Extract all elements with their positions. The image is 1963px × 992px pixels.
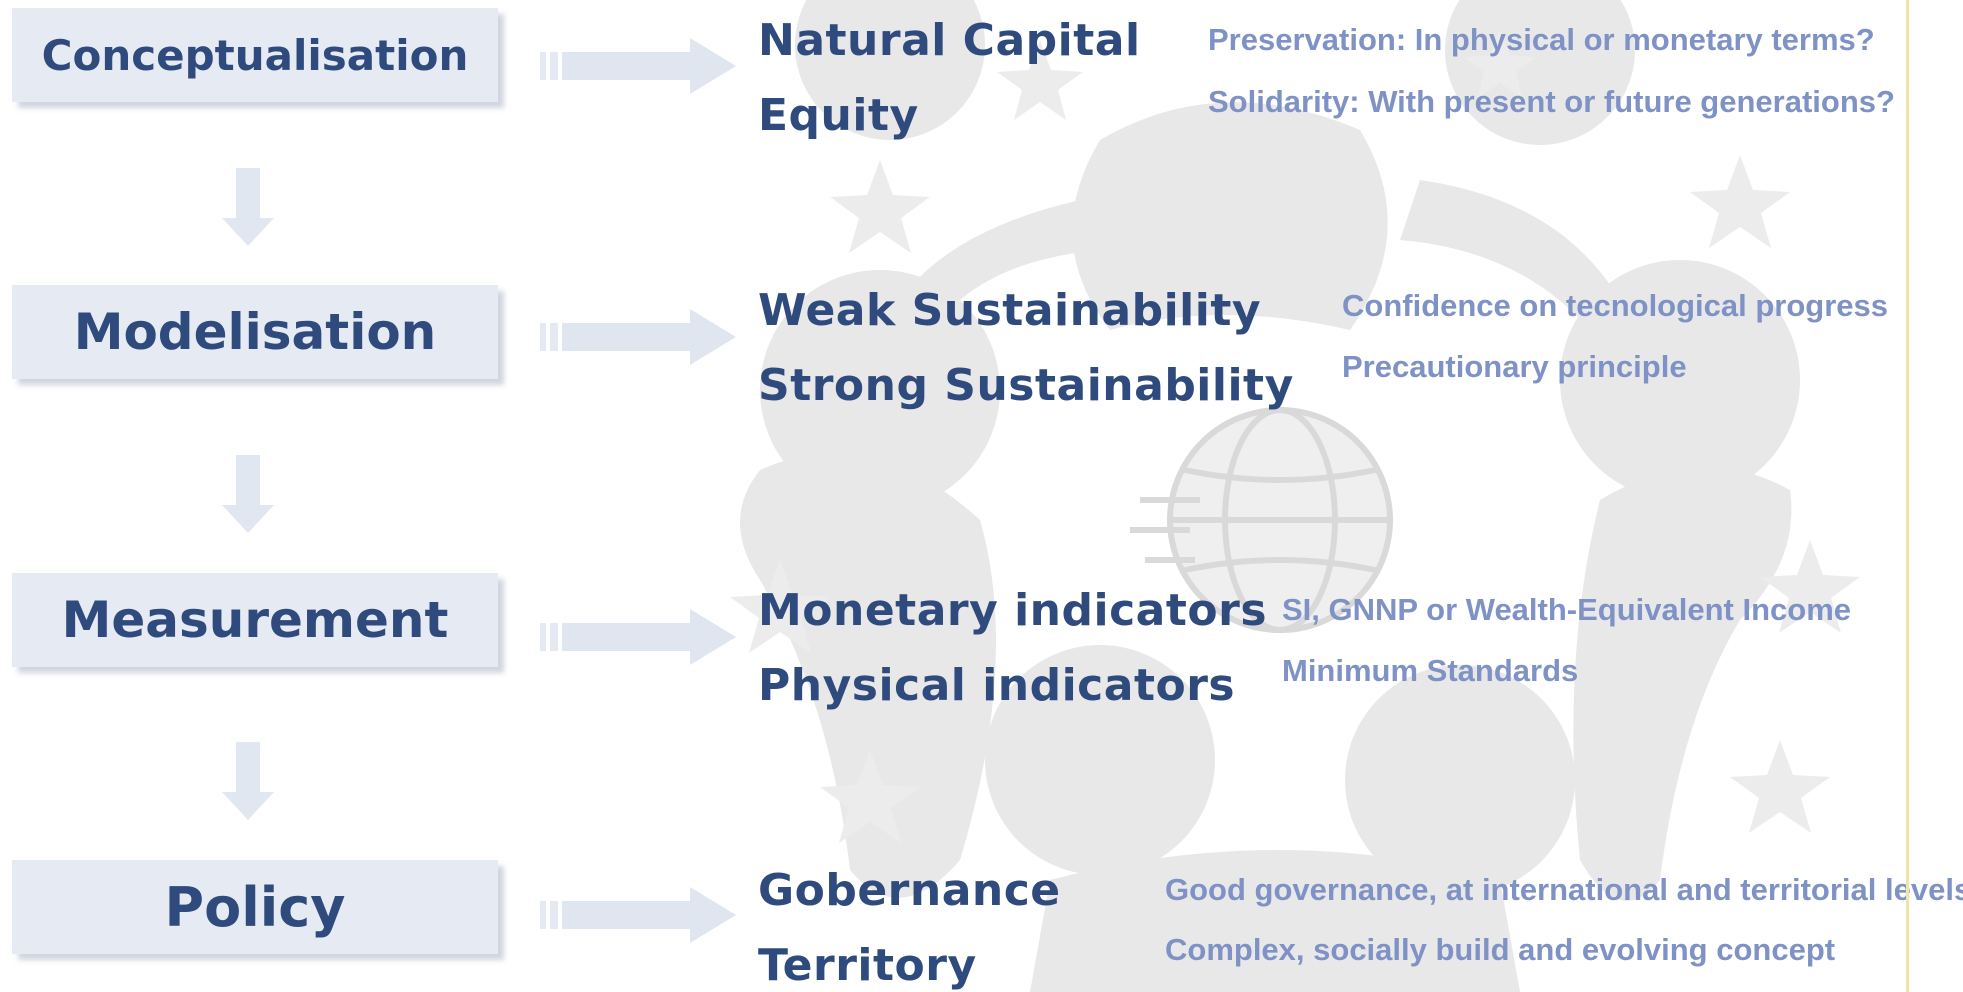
down-arrow-icon (222, 455, 274, 533)
detail-si-gnnp: SI, GNNP or Wealth-Equivalent Income (1282, 592, 1852, 627)
watermark-head-right (1560, 260, 1800, 500)
watermark-body-bottom (1030, 850, 1520, 992)
watermark-head-top-right (1445, 0, 1635, 145)
detail-minimum-standards: Minimum Standards (1282, 653, 1579, 688)
watermark-star (820, 750, 920, 843)
right-arrow-icon (540, 38, 736, 94)
stage-box-conceptualisation: Conceptualisation (12, 8, 498, 102)
stage-box-measurement: Measurement (12, 573, 498, 667)
stage-box-modelisation: Modelisation (12, 285, 498, 379)
right-edge-line (1906, 0, 1909, 992)
concept-territory: Territory (758, 940, 977, 991)
concept-strong-sustainability: Strong Sustainability (758, 360, 1294, 411)
watermark-body-left (740, 453, 996, 898)
watermark-head-left (760, 270, 1000, 510)
stage-label: Policy (164, 875, 346, 939)
concept-weak-sustainability: Weak Sustainability (758, 285, 1262, 336)
concept-gobernance: Gobernance (758, 865, 1061, 916)
stage-label: Measurement (61, 591, 449, 649)
concept-equity: Equity (758, 90, 919, 141)
concept-physical-indicators: Physical indicators (758, 660, 1236, 711)
detail-preservation: Preservation: In physical or monetary te… (1208, 22, 1875, 57)
stage-label: Modelisation (73, 303, 437, 361)
watermark-star (1464, 30, 1536, 98)
watermark-globe (1130, 407, 1393, 633)
watermark-arm-right (1400, 180, 1620, 330)
detail-confidence: Confidence on tecnological progress (1342, 288, 1889, 323)
watermark-star (1690, 155, 1790, 248)
watermark-star (830, 160, 930, 253)
down-arrow-icon (222, 168, 274, 246)
watermark-star (1730, 740, 1830, 833)
stage-box-policy: Policy (12, 860, 498, 954)
watermark-body-upper (1072, 102, 1388, 330)
right-arrow-icon (540, 609, 736, 665)
detail-precautionary: Precautionary principle (1342, 349, 1687, 384)
watermark-star (730, 560, 830, 653)
watermark-star (997, 40, 1083, 120)
watermark-head-bottom-left (985, 645, 1215, 875)
stage-label: Conceptualisation (41, 30, 469, 80)
down-arrow-icon (222, 742, 274, 820)
watermark-body-right (1573, 467, 1792, 901)
detail-complex-concept: Complex, socially build and evolving con… (1165, 932, 1836, 967)
right-arrow-icon (540, 309, 736, 365)
watermark-head-bottom-right (1345, 665, 1575, 895)
detail-solidarity: Solidarity: With present or future gener… (1208, 84, 1895, 119)
detail-good-governance: Good governance, at international and te… (1165, 872, 1963, 907)
watermark-head-top-left (795, 0, 985, 140)
right-arrow-icon (540, 887, 736, 943)
watermark-arm-left (900, 200, 1100, 320)
concept-monetary-indicators: Monetary indicators (758, 585, 1268, 636)
watermark-star (1760, 540, 1860, 633)
concept-natural-capital: Natural Capital (758, 15, 1141, 66)
